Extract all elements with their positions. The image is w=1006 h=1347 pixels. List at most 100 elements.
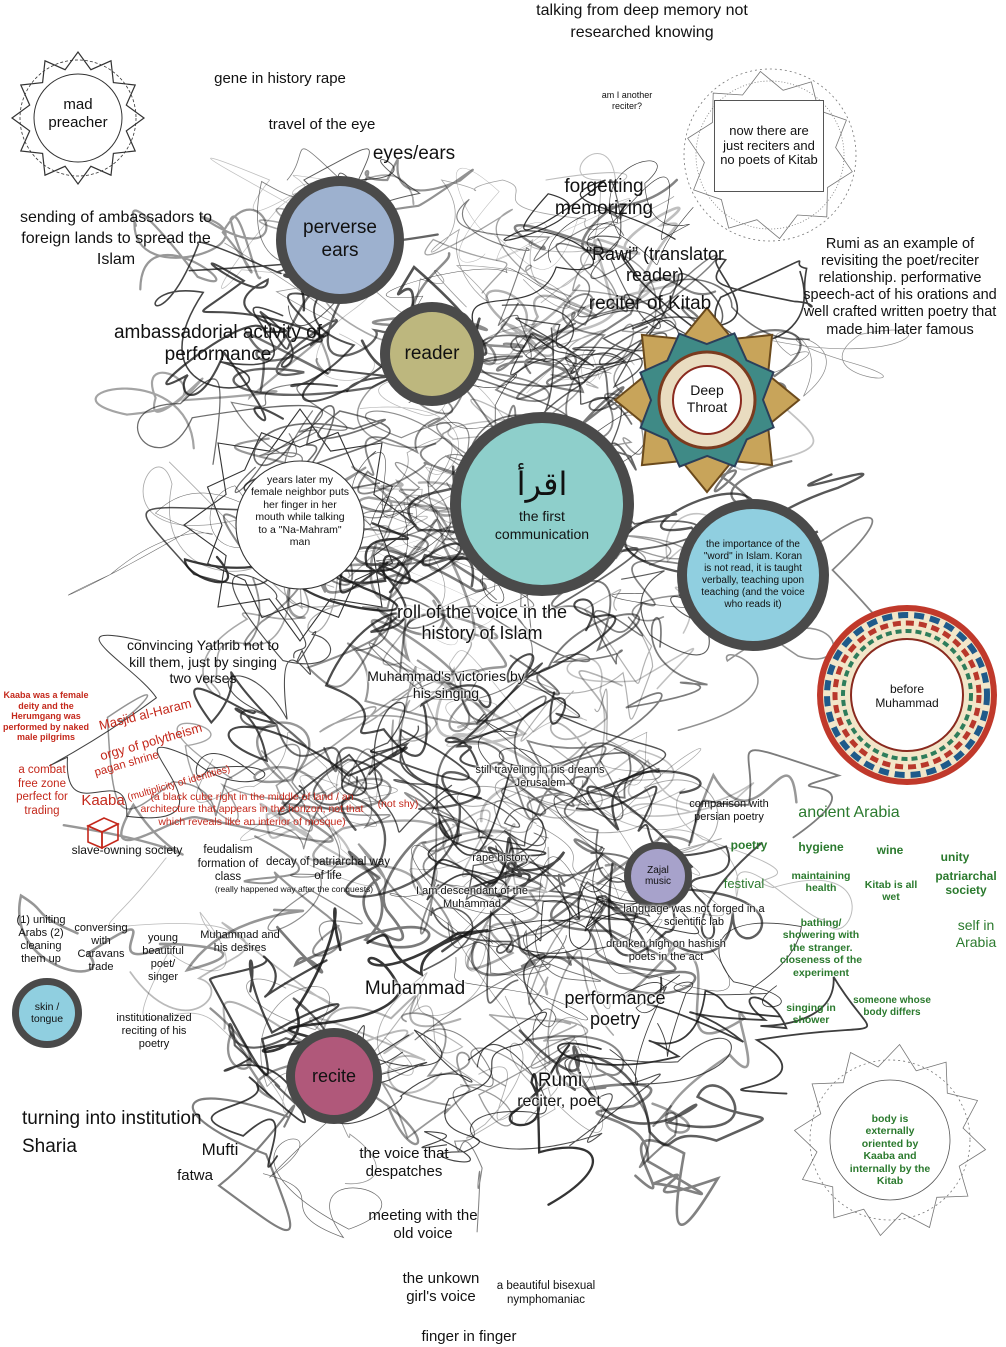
conversing-label: conversing with Caravans trade (74, 922, 128, 973)
scribble-stroke (323, 740, 505, 840)
scribble-stroke (230, 382, 348, 471)
unity-label: unity (940, 850, 970, 864)
drunken-label: drunken high on hashish poets in the act (606, 938, 726, 963)
scribble-stroke (259, 802, 381, 878)
zajal-label: Zajal music (644, 865, 672, 887)
scribble-stroke (542, 669, 623, 774)
scribble-stroke (590, 887, 764, 957)
scribble-stroke (195, 731, 398, 827)
rumi-example-label: Rumi as an example of revisiting the poe… (803, 236, 997, 338)
scribble-stroke (176, 722, 374, 827)
scribble-stroke (381, 1012, 471, 1140)
scribble-stroke (308, 1016, 443, 1094)
gene-history-label: gene in history rape (214, 70, 346, 87)
ambassadorial-label: ambassadorial activity of performance (113, 322, 323, 366)
scribble-stroke (108, 857, 294, 1113)
sharia-label: Sharia (22, 1136, 77, 1157)
scribble-stroke (460, 1036, 576, 1127)
scribble-stroke (513, 178, 679, 254)
scribble-stroke (485, 873, 700, 954)
scribble-stroke (475, 739, 607, 820)
scribble-stroke (535, 272, 744, 426)
scribble-stroke (154, 241, 316, 389)
mufti-label: Mufti (201, 1140, 239, 1159)
scribble-stroke (543, 442, 701, 615)
scribble-stroke (368, 575, 535, 701)
recite-label: recite (311, 1065, 356, 1086)
iqra-arabic-label: اقرأ (516, 464, 568, 503)
scribble-stroke (370, 701, 453, 833)
deep-throat-label: Deep Throat (686, 382, 728, 415)
scribble-stroke (566, 647, 755, 817)
scribble-stroke (210, 157, 375, 381)
scribble-stroke (432, 666, 537, 823)
scribble-stroke (62, 721, 392, 856)
scribble-stroke (575, 785, 763, 940)
scribble-stroke (445, 650, 588, 747)
still-traveling-label: still traveling in his dreams Jerusalem (475, 764, 605, 789)
bisexual-label: a beautiful bisexual nymphomaniac (496, 1280, 596, 1306)
decay-label: decay of patriarchal way of life (266, 856, 391, 882)
scribble-stroke (370, 613, 508, 682)
scribble-stroke (208, 955, 340, 1076)
scribble-stroke (340, 771, 481, 898)
self-arabia-label: self in Arabia (955, 917, 997, 950)
scribble-stroke (357, 841, 454, 939)
someone-body-label: someone whose body differs (853, 995, 931, 1018)
scribble-stroke (444, 598, 617, 769)
scribble-stroke (131, 208, 268, 291)
scribble-stroke (261, 907, 489, 1053)
kaaba-female-label: Kaaba was a female deity and the Herumga… (2, 690, 90, 743)
scribble-stroke (426, 763, 547, 901)
scribble-stroke (193, 671, 408, 777)
scribble-stroke (259, 287, 356, 388)
scribble-stroke (493, 745, 603, 834)
scribble-stroke (434, 832, 730, 992)
eyes-ears-label: eyes/ears (372, 143, 456, 164)
scribble-stroke (528, 153, 628, 304)
reciters-box: now there are just reciters and no poets… (714, 100, 824, 192)
black-cube-label: (a black cube right in the middle of lan… (140, 791, 364, 828)
scribble-stroke (523, 924, 602, 1042)
scribble-stroke (510, 891, 677, 973)
combat-zone-label: a combat free zone perfect for trading (16, 764, 68, 817)
performance-poetry-label: performance poetry (564, 988, 666, 1030)
first-communication-circle: اقرأ the first communication (450, 412, 634, 596)
scribble-stroke (688, 749, 842, 847)
scribble-stroke (421, 1011, 548, 1163)
scribble-stroke (380, 461, 451, 553)
kaaba-cube-icon (86, 817, 120, 850)
scribble-stroke (463, 322, 607, 389)
scribble-stroke (209, 1007, 420, 1146)
young-poet-label: young beautiful poet/ singer (142, 932, 184, 983)
mad-preacher-rosette (10, 50, 146, 186)
scribble-stroke (355, 596, 644, 665)
scribble-stroke (625, 939, 750, 1134)
scribble-stroke (136, 378, 323, 494)
perverse-ears-label: perverse ears (303, 217, 377, 261)
reader-circle: reader (380, 302, 484, 406)
scribble-stroke (106, 694, 391, 829)
body-oriented-rosette (793, 1043, 987, 1237)
reciters-box-label: now there are just reciters and no poets… (720, 122, 818, 168)
scribble-stroke (557, 989, 781, 1066)
rawi-label: “Rawi” (translator reader) (585, 244, 725, 286)
perverse-ears-circle: perverse ears (276, 176, 404, 304)
before-muhammad-label: before Muhammad (875, 682, 939, 711)
scribble-stroke (518, 688, 662, 865)
mad-preacher-label: mad preacher (48, 96, 108, 131)
body-oriented-label: body is externally oriented by Kaaba and… (849, 1113, 931, 1187)
scribble-stroke (424, 208, 572, 298)
female-neighbor-rosette (183, 408, 417, 642)
scribble-stroke (586, 179, 661, 330)
scribble-stroke (248, 810, 363, 941)
travel-eye-label: travel of the eye (268, 116, 376, 133)
patriarchal-label: patriarchal society (935, 869, 997, 898)
poetry-label: poetry (730, 838, 768, 852)
scribble-stroke (129, 921, 337, 1012)
first-communication-label: the first communication (494, 507, 590, 542)
scribble-stroke (466, 1017, 588, 1139)
hygiene-label: hygiene (798, 840, 844, 854)
scribble-stroke (239, 709, 383, 806)
reciter-poet-label: reciter, poet (517, 1093, 601, 1110)
